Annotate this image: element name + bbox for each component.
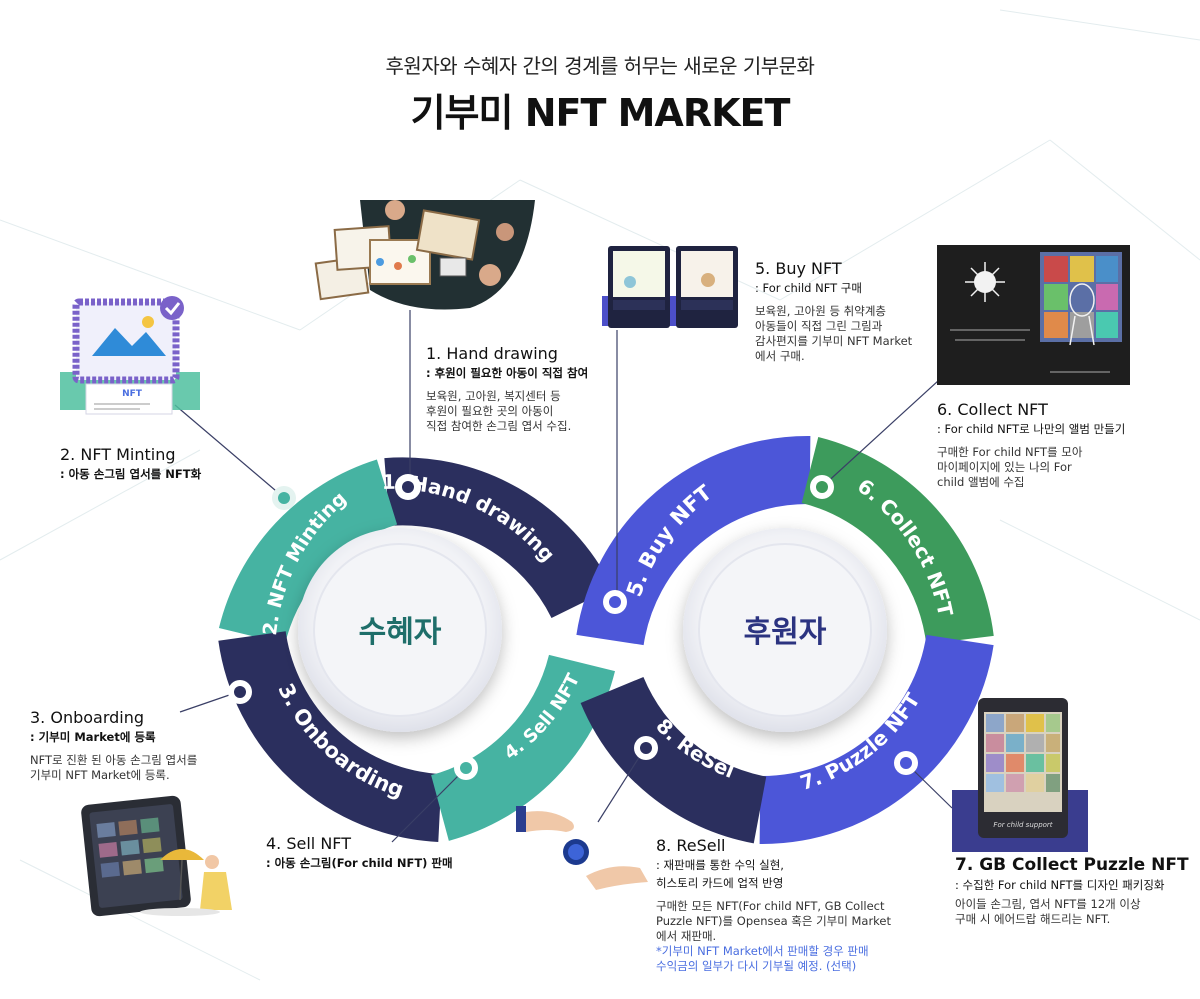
step-1-description: 보육원, 고아원, 복지센터 등 후원이 필요한 곳의 아동이 직접 참여한 손… <box>426 389 572 433</box>
svg-text:NFT: NFT <box>122 389 143 399</box>
beneficiary-label: 수혜자 <box>359 615 442 650</box>
collect-nft-illustration <box>937 245 1130 385</box>
buy-nft-illustration <box>602 246 738 328</box>
step-6-description: 구매한 For child NFT를 모아 마이페이지에 있는 나의 For c… <box>937 445 1083 489</box>
left-loop <box>218 457 615 842</box>
step-8-note: *기부미 NFT Market에서 판매할 경우 판매 수익금의 일부가 다시 … <box>656 944 869 973</box>
step-6-heading: 6. Collect NFT <box>937 400 1048 419</box>
step-7-description: 아이들 손그림, 엽서 NFT를 12개 이상 구매 시 에어드랍 해드리는 N… <box>955 897 1141 926</box>
step-6-subheading: : For child NFT로 나만의 앨범 만들기 <box>937 422 1126 436</box>
step-6-block: 6. Collect NFT : For child NFT로 나만의 앨범 만… <box>937 400 1177 490</box>
step-1-block: 1. Hand drawing : 후원이 필요한 아동이 직접 참여 보육원,… <box>426 344 646 434</box>
step-4-heading: 4. Sell NFT <box>266 834 351 853</box>
svg-text:For child support: For child support <box>993 821 1052 829</box>
step-3-heading: 3. Onboarding <box>30 708 145 727</box>
segment-collect-nft <box>801 437 994 645</box>
segment-nft-minting <box>218 459 398 645</box>
background-network <box>0 9 1200 981</box>
marker-dot-4 <box>454 756 478 780</box>
step-8-subheading-2: 히스토리 카드에 업적 반영 <box>656 876 784 890</box>
segment-resell <box>580 676 768 844</box>
marker-dot-8 <box>634 736 658 760</box>
marker-dots <box>228 474 918 780</box>
step-5-heading: 5. Buy NFT <box>755 259 842 278</box>
onboarding-illustration <box>81 795 232 917</box>
step-2-heading: 2. NFT Minting <box>60 445 176 464</box>
step-8-description: 구매한 모든 NFT(For child NFT, GB Collect Puz… <box>656 899 892 943</box>
connector-lines <box>174 310 953 843</box>
page-subtitle: 후원자와 수혜자 간의 경계를 허무는 새로운 기부문화 <box>385 54 815 78</box>
step-4-subheading: : 아동 손그림(For child NFT) 판매 <box>266 856 453 870</box>
step-7-block: 7. GB Collect Puzzle NFT : 수집한 For child… <box>955 855 1195 927</box>
marker-dot-7 <box>894 751 918 775</box>
step-1-subheading: : 후원이 필요한 아동이 직접 참여 <box>426 366 589 380</box>
sponsor-label: 후원자 <box>744 615 827 650</box>
step-1-heading: 1. Hand drawing <box>426 344 558 363</box>
step-8-block: 8. ReSell : 재판매를 통한 수익 실현, 히스토리 카드에 업적 반… <box>656 836 916 974</box>
step-8-subheading: : 재판매를 통한 수익 실현, <box>656 858 784 872</box>
step-2-subheading: : 아동 손그림 엽서를 NFT화 <box>60 467 202 481</box>
resell-illustration <box>516 806 648 890</box>
segment-puzzle-nft <box>759 634 994 845</box>
puzzle-nft-illustration: For child support <box>952 698 1088 852</box>
page-title: 기부미 NFT MARKET <box>410 91 791 135</box>
right-loop <box>576 435 994 845</box>
step-3-block: 3. Onboarding : 기부미 Market에 등록 NFT로 진환 된… <box>30 708 250 783</box>
segment-onboarding <box>218 630 443 842</box>
marker-dot-2 <box>272 486 296 510</box>
step-8-heading: 8. ReSell <box>656 836 726 855</box>
step-7-subheading: : 수집한 For child NFT를 디자인 패키징화 <box>955 878 1165 892</box>
marker-dot-5 <box>603 590 627 614</box>
step-2-block: 2. NFT Minting : 아동 손그림 엽서를 NFT화 <box>60 445 280 482</box>
step-5-description: 보육원, 고아원 등 취약계층 아동들이 직접 그린 그림과 감사편지를 기부미… <box>755 304 913 363</box>
step-4-block: 4. Sell NFT : 아동 손그림(For child NFT) 판매 <box>266 834 506 871</box>
step-5-block: 5. Buy NFT : For child NFT 구매 보육원, 고아원 등… <box>755 259 955 364</box>
step-3-description: NFT로 진환 된 아동 손그림 엽서를 기부미 NFT Market에 등록. <box>30 753 198 782</box>
segment-sell-nft <box>430 654 615 841</box>
marker-dot-6 <box>810 475 834 499</box>
marker-dot-1 <box>395 474 421 500</box>
step-3-subheading: : 기부미 Market에 등록 <box>30 730 156 744</box>
marker-dot-3 <box>228 680 252 704</box>
hand-drawing-illustration <box>314 200 535 310</box>
step-7-heading: 7. GB Collect Puzzle NFT <box>955 855 1189 875</box>
step-5-subheading: : For child NFT 구매 <box>755 281 862 295</box>
nft-minting-illustration: NFT <box>60 296 200 415</box>
